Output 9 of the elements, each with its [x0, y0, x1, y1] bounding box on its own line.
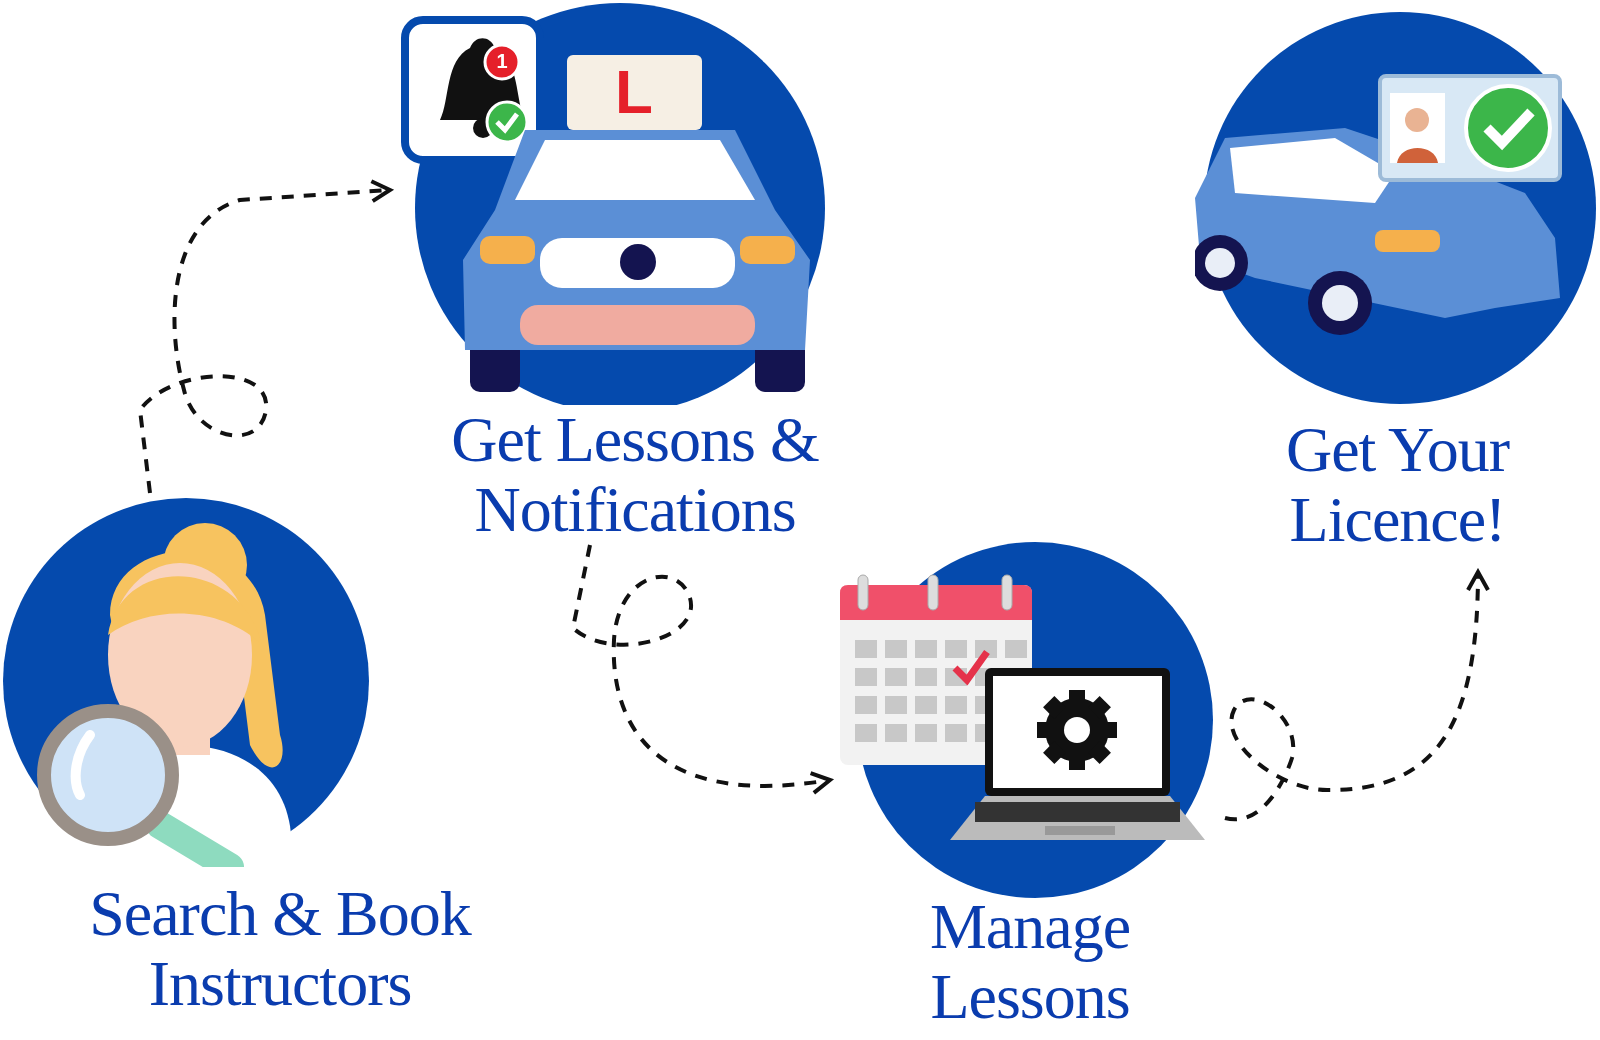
step-heading: Get Lessons & Notifications	[450, 405, 820, 545]
dashed-arrow	[138, 179, 392, 494]
step-heading: Manage Lessons	[928, 892, 1132, 1032]
learner-plate-letter: L	[615, 61, 653, 123]
dashed-arrow	[571, 544, 832, 795]
step-heading: Get Your Licence!	[1284, 415, 1511, 555]
notification-count: 1	[496, 51, 508, 71]
dashed-arrow	[1224, 570, 1490, 821]
step-heading: Search & Book Instructors	[88, 879, 473, 1019]
